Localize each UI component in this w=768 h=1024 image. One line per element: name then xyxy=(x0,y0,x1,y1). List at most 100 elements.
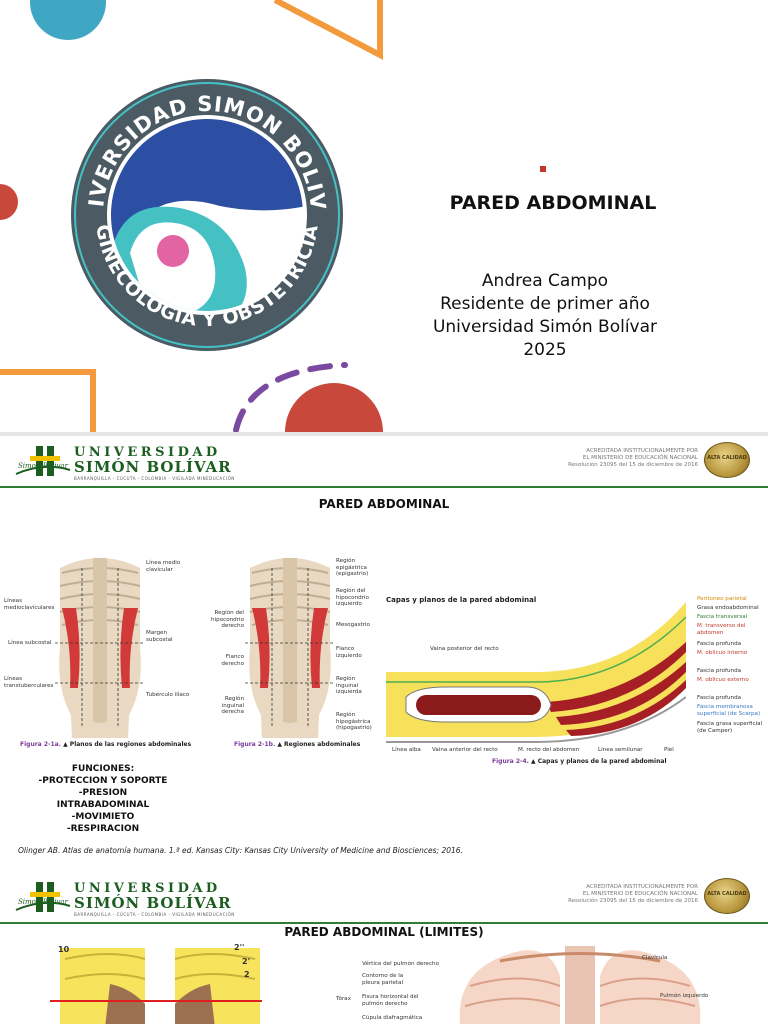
fig4-label-transversalis-fascia: Fascia transversal xyxy=(697,614,748,620)
lungs-illustration xyxy=(459,946,701,1024)
title-slide: UNIVERSIDAD SIMON BOLIVAR GINECOLOGIA Y … xyxy=(0,0,768,432)
fig1b-label-right-inguinal: Región inguinal derecha xyxy=(221,696,244,715)
content-slide-1: Simon Bolivar UNIVERSIDAD SIMÓN BOLÍVAR … xyxy=(0,436,768,872)
fig1b-label-right-flank: Flanco derecho xyxy=(221,654,244,667)
svg-text:Simon Bolivar: Simon Bolivar xyxy=(18,898,69,906)
figure-2-1b-illustration xyxy=(245,558,335,738)
fig1b-caption-num: Figura 2-1b. xyxy=(234,741,276,748)
label-right-lung-apex: Vértice del pulmón derecho xyxy=(362,961,439,967)
quality-seal-icon: ALTA CALIDAD xyxy=(704,442,750,478)
university-name-line2: SIMÓN BOLÍVAR xyxy=(74,894,232,912)
function-item: INTRABADOMINAL xyxy=(56,800,150,810)
fig1b-caption-text: Regiones abdominales xyxy=(284,741,361,748)
slide-title: PARED ABDOMINAL (LIMITES) xyxy=(284,925,484,939)
function-item: -MOVIMIETO xyxy=(71,812,135,822)
fig1a-label-transtubercular: Líneas transtuberculares xyxy=(4,676,54,689)
teal-circle-decoration xyxy=(30,0,106,40)
fig1a-label-subcostal: Línea subcostal xyxy=(8,640,52,646)
accreditation-line2: EL MINISTERIO DE EDUCACIÓN NACIONAL xyxy=(582,891,698,897)
label-diaphragm-dome: Cúpula diafragmática xyxy=(362,1015,423,1021)
university-name-line1: UNIVERSIDAD xyxy=(74,881,221,896)
fig4-label-skin: Piel xyxy=(664,747,674,753)
label-parietal-pleura: Contorno de la pleura parietal xyxy=(362,973,404,986)
label-thorax: Tórax xyxy=(336,996,351,1002)
author-name: Andrea Campo xyxy=(481,271,609,291)
functions-list: FUNCIONES: -PROTECCION Y SOPORTE -PRESIO… xyxy=(28,763,178,835)
thorax-limits-illustration xyxy=(50,948,262,1024)
function-item: -PROTECCION Y SOPORTE xyxy=(38,776,168,786)
function-item: -PRESION xyxy=(78,788,128,798)
fig4-label-linea-alba: Línea alba xyxy=(392,747,421,753)
purple-dashed-arc-decoration xyxy=(233,362,348,432)
author-block: Andrea Campo Residente de primer año Uni… xyxy=(405,270,685,362)
fig4-label-rectus: M. recto del abdomen xyxy=(518,747,580,753)
fig4-label-peritoneum: Peritoneo parietal xyxy=(697,596,747,602)
red-dome-decoration xyxy=(285,383,383,432)
university-logo-icon: Simon Bolivar xyxy=(15,446,71,476)
fig4-label-semilunar: Línea semilunar xyxy=(598,747,643,753)
fig4-label-deep-fascia-3: Fascia profunda xyxy=(697,695,742,701)
reference-citation: Olinger AB. Atlas de anatomía humana. 1.… xyxy=(18,846,463,855)
accreditation-line2: EL MINISTERIO DE EDUCACIÓN NACIONAL xyxy=(582,455,698,461)
university-header: Simon Bolivar UNIVERSIDAD SIMÓN BOLÍVAR … xyxy=(0,872,768,922)
orange-triangle-decoration xyxy=(273,0,383,60)
fig4-label-external-oblique: M. oblicuo externo xyxy=(697,677,749,683)
rib-label-10: 10 xyxy=(58,945,70,954)
university-logo-icon: Simon Bolivar xyxy=(15,882,71,912)
header-divider xyxy=(0,922,768,924)
fig1a-caption-num: Figura 2-1a. xyxy=(20,741,61,748)
fig1b-label-mesogastrium: Mesogastrio xyxy=(336,622,370,628)
fig4-label-camper: Fascia grasa superficial (de Camper) xyxy=(697,721,763,734)
fig1b-label-left-flank: Flanco izquierdo xyxy=(336,646,362,659)
fig1a-caption: Figura 2-1a. ▲ Planos de las regiones ab… xyxy=(20,741,192,748)
fig4-caption-text: Capas y planos de la pared abdominal xyxy=(537,758,667,765)
accreditation-line3: Resolución 23095 del 15 de diciembre de … xyxy=(568,898,698,904)
fig4-label-posterior-sheath: Vaina posterior del recto xyxy=(430,646,499,652)
author-year: 2025 xyxy=(523,340,567,360)
red-half-circle-decoration xyxy=(0,184,18,220)
seal-text: ALTA CALIDAD xyxy=(707,455,747,461)
fig4-label-internal-oblique: M. oblicuo interno xyxy=(697,650,748,656)
accreditation-line1: ACREDITADA INSTITUCIONALMENTE POR xyxy=(586,884,698,890)
fig1a-label-medioclavicular: Líneas medioclaviculares xyxy=(4,598,55,611)
function-item: -RESPIRACION xyxy=(66,824,140,834)
slide-title: PARED ABDOMINAL xyxy=(449,192,657,214)
fig1a-label-subcostal-margin: Margen subcostal xyxy=(146,630,173,643)
gyn-obs-logo: UNIVERSIDAD SIMON BOLIVAR GINECOLOGIA Y … xyxy=(70,78,343,351)
fig1b-caption: Figura 2-1b. ▲ Regiones abdominales xyxy=(234,741,361,748)
orange-corner-decoration xyxy=(0,369,96,432)
fig1a-label-iliac-tubercle: Tubérculo ilíaco xyxy=(146,692,190,698)
author-role: Residente de primer año xyxy=(440,294,650,314)
fig1b-label-epigastric: Región epigástrica (epigastrio) xyxy=(336,558,369,577)
content-slide-2: Simon Bolivar UNIVERSIDAD SIMÓN BOLÍVAR … xyxy=(0,872,768,1024)
university-name-line2: SIMÓN BOLÍVAR xyxy=(74,458,232,476)
university-name-line1: UNIVERSIDAD xyxy=(74,445,221,460)
logo-blue-wave xyxy=(111,119,303,253)
logo-pink-dot xyxy=(157,235,189,267)
label-left-lung: Pulmón izquierdo xyxy=(660,993,709,999)
fig4-label-deep-fascia-2: Fascia profunda xyxy=(697,668,742,674)
accreditation-text: ACREDITADA INSTITUCIONALMENTE POR EL MIN… xyxy=(548,448,698,469)
fig1b-label-hypogastric: Región hipogástrica (hipogastrio) xyxy=(336,712,372,731)
quality-seal-icon: ALTA CALIDAD xyxy=(704,878,750,914)
university-tagline: BARRANQUILLA - CÚCUTA - COLOMBIA - VIGIL… xyxy=(74,912,235,917)
fig1b-label-left-hypochondrium: Región del hipocondrio izquierdo xyxy=(336,588,369,607)
fig4-label-deep-fascia-1: Fascia profunda xyxy=(697,641,742,647)
fig4-title: Capas y planos de la pared abdominal xyxy=(386,596,537,604)
accreditation-line1: ACREDITADA INSTITUCIONALMENTE POR xyxy=(586,448,698,454)
accreditation-line3: Resolución 23095 del 15 de diciembre de … xyxy=(568,462,698,468)
title-dot xyxy=(540,166,546,172)
university-tagline: BARRANQUILLA - CÚCUTA - COLOMBIA - VIGIL… xyxy=(74,476,235,481)
fig4-label-scarpa: Fascia membranosa superficial (de Scarpa… xyxy=(697,704,761,717)
university-header: Simon Bolivar UNIVERSIDAD SIMÓN BOLÍVAR … xyxy=(0,436,768,486)
functions-heading: FUNCIONES: xyxy=(71,764,135,774)
rib-label-2: 2 xyxy=(244,970,250,979)
decorations xyxy=(0,0,383,432)
label-clavicle: Clavícula xyxy=(642,955,668,961)
fig4-label-anterior-sheath: Vaina anterior del recto xyxy=(432,747,498,753)
fig4-label-transverse-muscle: M. transverso del abdomen xyxy=(697,623,746,636)
slide-title: PARED ABDOMINAL xyxy=(318,497,450,511)
fig1b-label-left-inguinal: Región inguinal izquierda xyxy=(336,676,362,695)
fig1a-label-medio-clavicular-line: Línea medio clavicular xyxy=(146,560,181,573)
svg-text:Simon Bolivar: Simon Bolivar xyxy=(18,462,69,470)
